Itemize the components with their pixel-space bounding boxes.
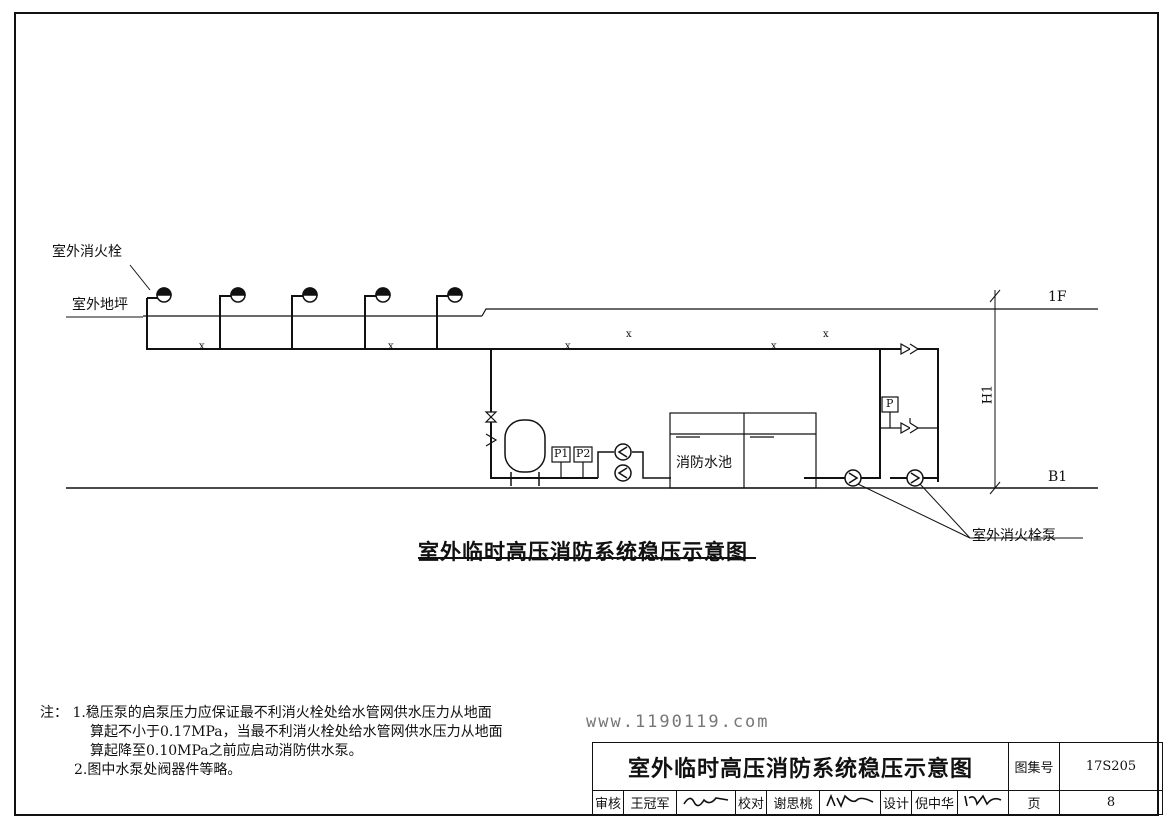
- page-label: 页: [1008, 790, 1060, 815]
- valve-x-6: x: [823, 329, 829, 340]
- check-signature: [819, 790, 881, 815]
- pump-side-valves: [880, 342, 938, 435]
- stabilizer-pumps: [597, 443, 671, 482]
- watermark: www.1190119.com: [586, 712, 770, 732]
- hydrant-heads: [156, 287, 463, 303]
- atlas-number: 17S205: [1059, 742, 1163, 791]
- diagram-caption: 室外临时高压消防系统稳压示意图: [418, 540, 748, 564]
- review-name: 王冠军: [623, 790, 677, 815]
- title-block: 室外临时高压消防系统稳压示意图 图集号 17S205 审核 王冠军 校对 谢思桃…: [592, 742, 1163, 815]
- gauge-p2-label: P2: [576, 447, 591, 460]
- floor-1f-label: 1F: [1048, 289, 1067, 305]
- pool-label: 消防水池: [676, 455, 732, 471]
- height-label: H1: [980, 384, 996, 405]
- check-name: 谢思桃: [766, 790, 820, 815]
- fire-pumps: [804, 349, 938, 487]
- check-label: 校对: [735, 790, 767, 815]
- pump-label: 室外消火栓泵: [972, 528, 1056, 544]
- pressure-tank: [504, 419, 546, 486]
- design-name: 倪中华: [911, 790, 958, 815]
- notes: 注： 1.稳压泵的启泵压力应保证最不利消火栓处给水管网供水压力从地面 算起不小于…: [40, 704, 503, 780]
- h1-dimension: [989, 289, 1001, 495]
- fire-water-pool: [669, 412, 817, 489]
- note-line-2: 算起不小于0.17MPa，当最不利消火栓处给水管网供水压力从地面: [90, 724, 503, 740]
- design-label: 设计: [880, 790, 912, 815]
- valve-x-5: x: [771, 341, 777, 352]
- valve-x-1: x: [199, 341, 205, 352]
- page-number: 8: [1059, 790, 1163, 815]
- note-line-3: 算起降至0.10MPa之前应启动消防供水泵。: [90, 743, 363, 759]
- pump-leaders: [857, 483, 1083, 539]
- hydrant-leader: [129, 264, 151, 291]
- review-signature: [676, 790, 736, 815]
- hydrant-label: 室外消火栓: [52, 244, 122, 260]
- valve-x-2: x: [388, 341, 394, 352]
- review-label: 审核: [592, 790, 624, 815]
- notes-prefix: 注：: [40, 705, 68, 721]
- gauge-p1-label: P1: [554, 447, 569, 460]
- stabilizer-valves: [484, 411, 498, 452]
- valve-x-3: x: [565, 341, 571, 352]
- gauge-p-label: P: [886, 397, 894, 410]
- design-signature: [957, 790, 1009, 815]
- ground-line-1f-right: [481, 308, 1098, 317]
- note-line-1: 1.稳压泵的启泵压力应保证最不利消火栓处给水管网供水压力从地面: [72, 705, 492, 721]
- main-pipe: [146, 298, 939, 482]
- floor-b1-label: B1: [1048, 469, 1068, 485]
- drawing-frame: [14, 12, 1159, 816]
- stabilizer-branch: [490, 349, 598, 479]
- title-block-title: 室外临时高压消防系统稳压示意图: [592, 742, 1009, 791]
- valve-x-4: x: [626, 329, 632, 340]
- note-line-4: 2.图中水泵处阀器件等略。: [74, 762, 242, 778]
- gauges-p1-p2: [551, 446, 593, 478]
- hydrant-risers: [147, 295, 449, 349]
- ground-label: 室外地坪: [72, 297, 128, 313]
- atlas-label: 图集号: [1008, 742, 1060, 791]
